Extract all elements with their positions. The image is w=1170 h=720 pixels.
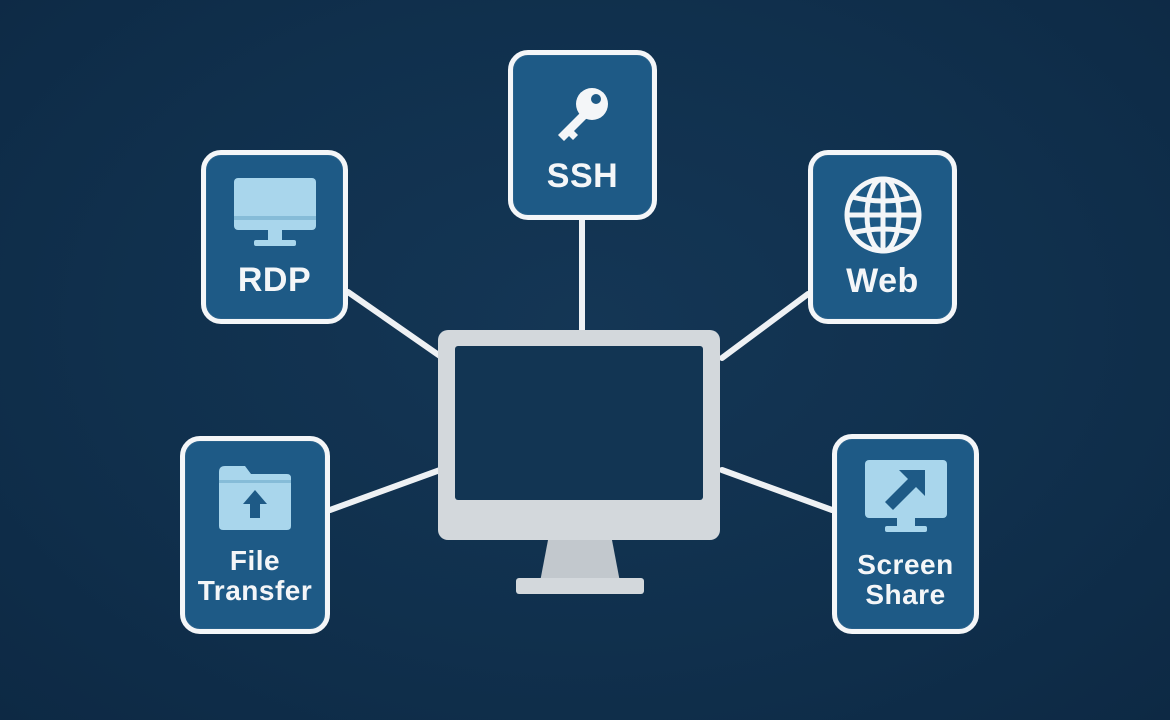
node-file-transfer-label-line1: File [229, 545, 281, 576]
folder-upload-icon [219, 466, 291, 530]
node-screen-share-label-line2: Share [865, 579, 946, 610]
node-web[interactable]: Web [808, 150, 957, 324]
node-ssh-label: SSH [546, 157, 619, 195]
connector-screen-share [719, 467, 835, 513]
node-rdp-label: RDP [237, 261, 312, 299]
node-file-transfer-label-line2: Transfer [197, 575, 313, 606]
computer-monitor-icon [438, 330, 720, 594]
screen-share-arrow-icon [864, 460, 947, 532]
connector-web [719, 291, 811, 361]
node-screen-share[interactable]: Screen Share [832, 434, 979, 634]
node-rdp[interactable]: RDP [201, 150, 348, 324]
node-screen-share-label-line1: Screen [857, 549, 954, 580]
key-icon [557, 88, 608, 141]
node-web-label: Web [846, 262, 919, 300]
connector-rdp [345, 289, 443, 359]
globe-icon [844, 176, 921, 254]
node-file-transfer[interactable]: File Transfer [180, 436, 330, 634]
desktop-monitor-icon [233, 178, 316, 246]
connector-file-transfer [327, 467, 443, 513]
node-ssh[interactable]: SSH [508, 50, 657, 220]
